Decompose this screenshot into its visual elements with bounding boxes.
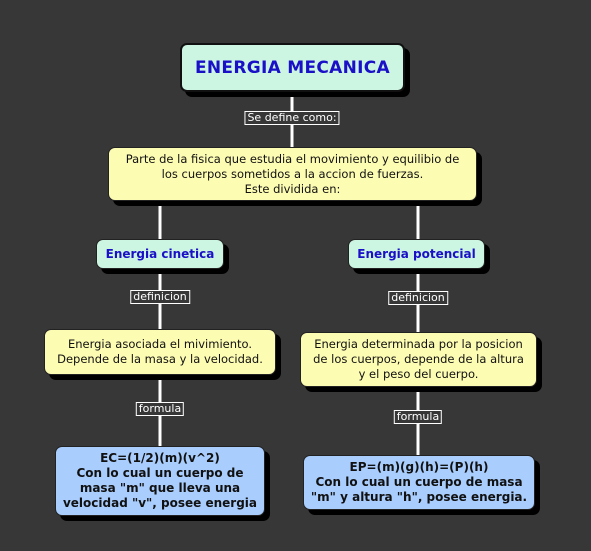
kinetic-formula-text: EC=(1/2)(m)(v^2) Con lo cual un cuerpo d…: [62, 451, 258, 510]
link-label-potential-definicion: definicion: [388, 291, 448, 305]
link-label-kinetic-definicion: definicion: [130, 290, 190, 304]
link-label-kinetic-formula: formula: [135, 402, 185, 416]
kinetic-formula-node[interactable]: EC=(1/2)(m)(v^2) Con lo cual un cuerpo d…: [55, 446, 265, 516]
link-label-se-define-como: Se define como:: [244, 111, 340, 125]
link-label-potential-formula: formula: [393, 410, 443, 424]
kinetic-energy-node[interactable]: Energia cinetica: [96, 239, 224, 269]
root-node-energia-mecanica[interactable]: ENERGIA MECANICA: [180, 43, 405, 92]
kinetic-energy-label: Energia cinetica: [105, 247, 215, 261]
potential-definition-node[interactable]: Energia determinada por la posicion de l…: [300, 332, 537, 387]
definition-node[interactable]: Parte de la fisica que estudia el movimi…: [108, 147, 477, 201]
kinetic-definition-node[interactable]: Energia asociada el mivimiento. Depende …: [44, 329, 276, 375]
potential-formula-node[interactable]: EP=(m)(g)(h)=(P)(h) Con lo cual un cuerp…: [303, 455, 535, 510]
potential-energy-node[interactable]: Energia potencial: [348, 239, 485, 269]
potential-formula-text: EP=(m)(g)(h)=(P)(h) Con lo cual un cuerp…: [310, 460, 528, 504]
definition-text: Parte de la fisica que estudia el movimi…: [125, 151, 460, 196]
root-node-label: ENERGIA MECANICA: [194, 57, 391, 78]
kinetic-definition-text: Energia asociada el mivimiento. Depende …: [57, 337, 263, 366]
potential-energy-label: Energia potencial: [357, 247, 476, 261]
potential-definition-text: Energia determinada por la posicion de l…: [313, 337, 524, 381]
